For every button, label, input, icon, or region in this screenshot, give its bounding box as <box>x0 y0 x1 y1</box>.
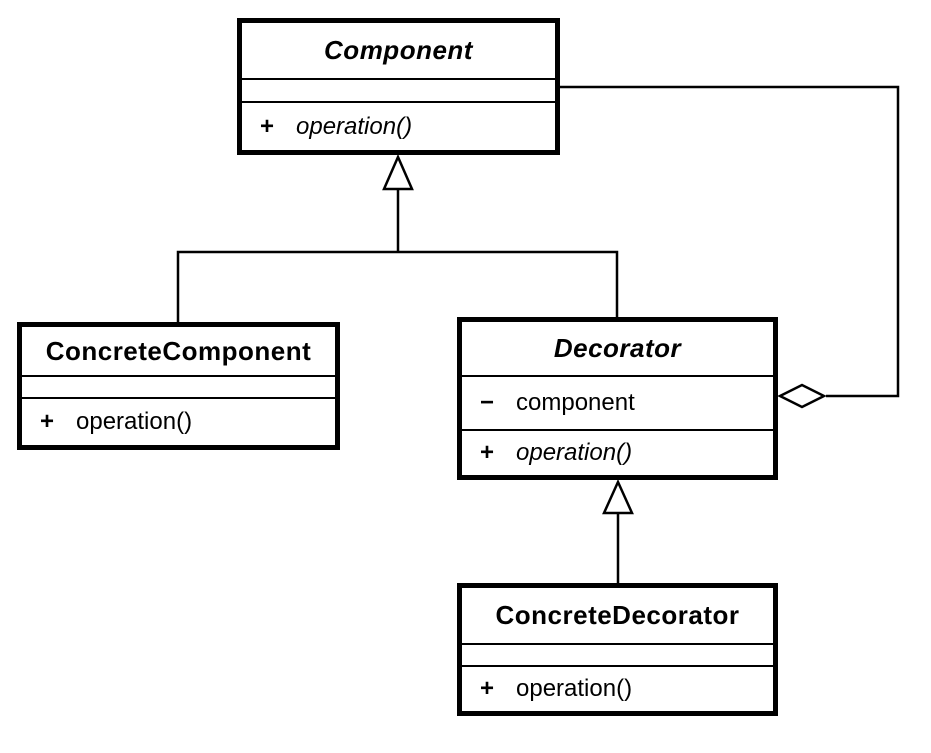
attribute-row: − component <box>462 391 773 415</box>
attributes-compartment <box>462 643 773 665</box>
generalization-arrowhead-icon <box>602 478 634 515</box>
generalization-arrowhead-icon <box>382 153 414 191</box>
visibility-sign: − <box>480 389 495 416</box>
generalization-fork <box>176 250 619 322</box>
visibility-sign: + <box>260 112 275 140</box>
aggregation-diamond-icon <box>777 383 827 409</box>
class-name: ConcreteComponent <box>45 335 312 366</box>
operations-compartment: + operation() <box>462 665 773 711</box>
operation-signature: operation() <box>516 439 633 466</box>
operations-compartment: + operation() <box>22 397 335 445</box>
aggregation-connector <box>557 85 900 398</box>
operation-row: + operation() <box>242 112 555 140</box>
operation-signature: operation() <box>296 112 413 140</box>
attributes-compartment: − component <box>462 375 773 429</box>
class-box-decorator: Decorator − component + operation() <box>457 317 778 480</box>
operations-compartment: + operation() <box>462 429 773 475</box>
class-box-component: Component + operation() <box>237 18 560 155</box>
operation-row: + operation() <box>22 410 335 434</box>
class-box-concrete-component: ConcreteComponent + operation() <box>17 322 340 450</box>
operation-signature: operation() <box>76 408 193 435</box>
attributes-compartment <box>22 375 335 397</box>
class-name: Component <box>324 35 473 65</box>
operation-row: + operation() <box>462 677 773 701</box>
class-box-concrete-decorator: ConcreteDecorator + operation() <box>457 583 778 716</box>
operation-row: + operation() <box>462 441 773 465</box>
visibility-sign: + <box>40 408 55 435</box>
visibility-sign: + <box>480 439 495 466</box>
visibility-sign: + <box>480 675 495 702</box>
class-name: ConcreteDecorator <box>495 600 740 630</box>
operations-compartment: + operation() <box>242 101 555 150</box>
attributes-compartment <box>242 78 555 101</box>
class-name: Decorator <box>553 333 682 363</box>
attribute-name: component <box>516 389 635 416</box>
operation-signature: operation() <box>516 675 633 702</box>
